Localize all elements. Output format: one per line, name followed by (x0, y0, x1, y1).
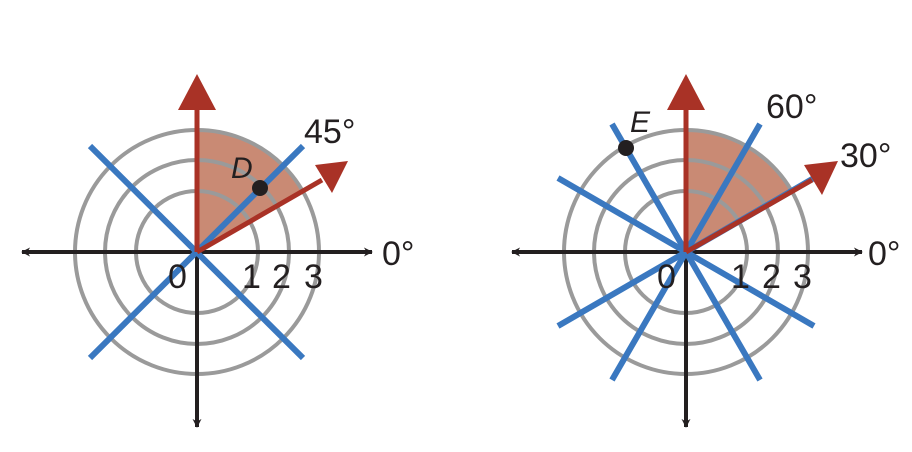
right-angle-label-60: 60° (766, 88, 817, 126)
right-red-arrowhead-30 (804, 161, 838, 195)
left-labels: D 45° 0° 0 1 2 3 (168, 113, 415, 296)
right-red-arrow-30 (684, 177, 814, 255)
right-angle-label-30: 30° (840, 137, 891, 175)
left-tick-label-2: 2 (272, 258, 291, 296)
right-tick-label-2: 2 (762, 258, 781, 296)
right-point-e (618, 140, 634, 156)
right-red-arrowhead-90 (667, 74, 705, 110)
left-polar-grid (21, 74, 373, 428)
left-point-d (252, 180, 268, 196)
right-labels: E 60° 30° 0° 0 1 2 3 (630, 88, 901, 296)
left-red-arrow-30 (195, 177, 324, 255)
left-angle-label-45: 45° (304, 113, 355, 151)
right-origin-label: 0 (657, 258, 676, 296)
left-red-arrowhead-90 (178, 74, 216, 110)
right-tick-label-3: 3 (793, 258, 812, 296)
right-zero-angle-label: 0° (868, 235, 901, 273)
left-origin-label: 0 (168, 258, 187, 296)
left-point-d-label: D (231, 152, 253, 185)
left-tick-label-1: 1 (242, 258, 261, 296)
right-polar-grid (511, 74, 863, 428)
right-tick-label-1: 1 (731, 258, 750, 296)
left-tick-label-3: 3 (304, 258, 323, 296)
left-zero-angle-label: 0° (382, 235, 415, 273)
right-point-e-label: E (630, 106, 651, 139)
left-red-arrowhead-30 (315, 161, 348, 193)
